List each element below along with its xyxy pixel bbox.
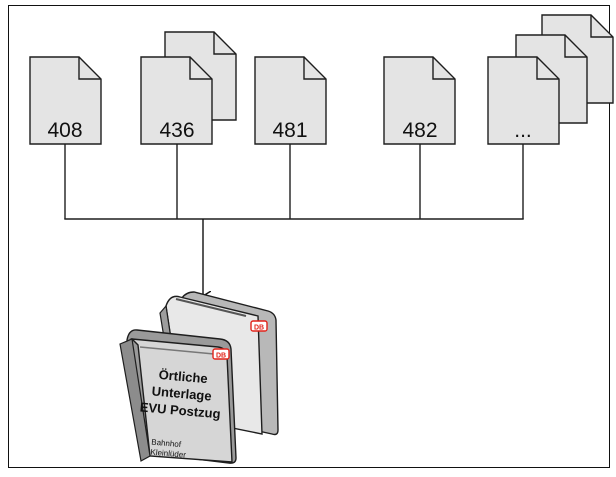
db-logo-front-text: DB bbox=[216, 353, 226, 360]
connector-lines bbox=[64, 144, 524, 220]
binder-title-line-1: Örtliche bbox=[158, 367, 208, 386]
binder-footer-line-1: Bahnhof bbox=[151, 438, 182, 450]
doc-more-label: ... bbox=[514, 119, 532, 142]
doc-482-label: 482 bbox=[402, 119, 437, 142]
doc-481: 481 bbox=[254, 56, 327, 145]
db-logo-back-text: DB bbox=[254, 325, 264, 332]
doc-408: 408 bbox=[29, 56, 102, 145]
binder-title-line-3: EVU Postzug bbox=[139, 399, 221, 421]
db-logo-front bbox=[212, 348, 230, 360]
binder-front: DB Örtliche Unterlage EVU Postzug Bahnho… bbox=[119, 329, 237, 464]
doc-481-label: 481 bbox=[272, 119, 307, 142]
binder-footer-line-2: Kleinlüder bbox=[150, 448, 187, 460]
binder-title-line-2: Unterlage bbox=[151, 383, 212, 403]
doc-482: 482 bbox=[383, 56, 456, 145]
db-logo-back bbox=[250, 320, 268, 332]
doc-408-label: 408 bbox=[47, 119, 82, 142]
doc-436-label: 436 bbox=[159, 119, 194, 142]
doc-436: 436 bbox=[140, 56, 213, 145]
doc-more: ... bbox=[487, 56, 560, 145]
